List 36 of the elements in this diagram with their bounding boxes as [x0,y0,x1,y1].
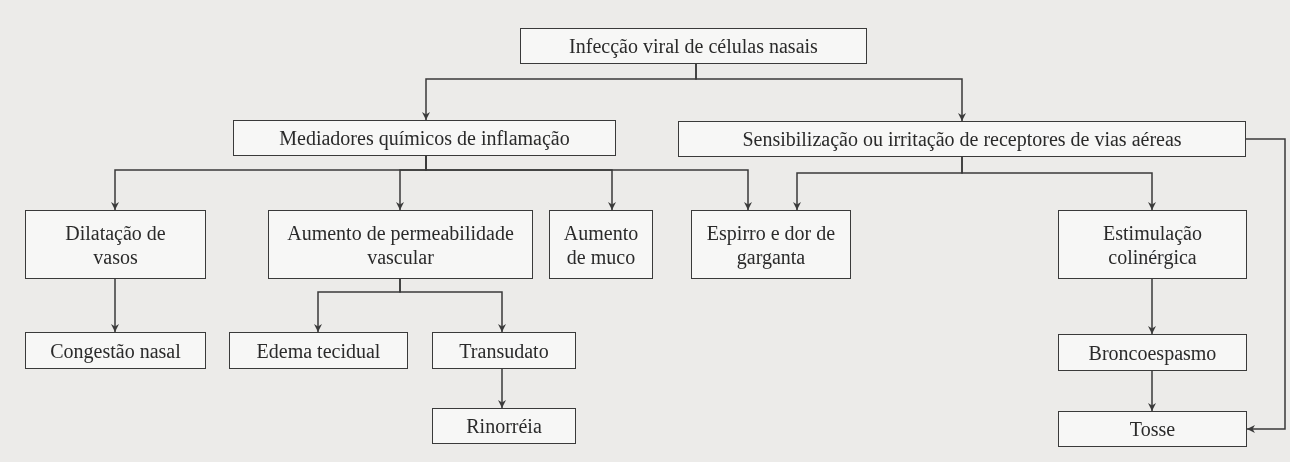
process-box [268,210,533,279]
arrow [399,278,506,333]
box-label: Mediadores químicos de inflamação [279,126,570,150]
process-box [691,210,851,279]
process-box [1058,210,1247,279]
process-box [432,408,576,444]
arrow [1245,138,1286,433]
process-box [520,28,867,64]
box-label: Rinorréia [466,414,542,438]
process-box [1058,411,1247,447]
box-label: Congestão nasal [50,338,181,363]
arrow [1148,370,1156,412]
process-box [678,121,1246,157]
process-box [25,210,206,279]
box-label: Infecção viral de células nasais [569,34,818,58]
box-label: Edema tecidual [256,338,381,363]
process-box [233,120,616,156]
box-label: Sensibilização ou irritação de receptores de vias aéreas [742,127,1182,151]
box-label: Transudato [459,338,549,363]
arrow [961,156,1156,211]
process-box [432,332,576,369]
box-label: Estimulação colinérgica [1102,220,1203,269]
box-label: Espirro e dor de garganta [706,220,836,269]
process-box [229,332,408,369]
box-label: Broncoespasmo [1088,340,1217,365]
arrow [1148,278,1156,335]
box-label: Tosse [1129,417,1176,441]
arrow [498,368,506,409]
arrow [111,278,119,333]
process-box [25,332,206,369]
box-label: Dilatação de vasos [64,220,167,269]
process-box [1058,334,1247,371]
box-label: Aumento de muco [562,220,640,269]
box-label: Aumento de permeabilidade vascular [286,220,515,269]
arrow [695,63,966,122]
process-box [549,210,653,279]
